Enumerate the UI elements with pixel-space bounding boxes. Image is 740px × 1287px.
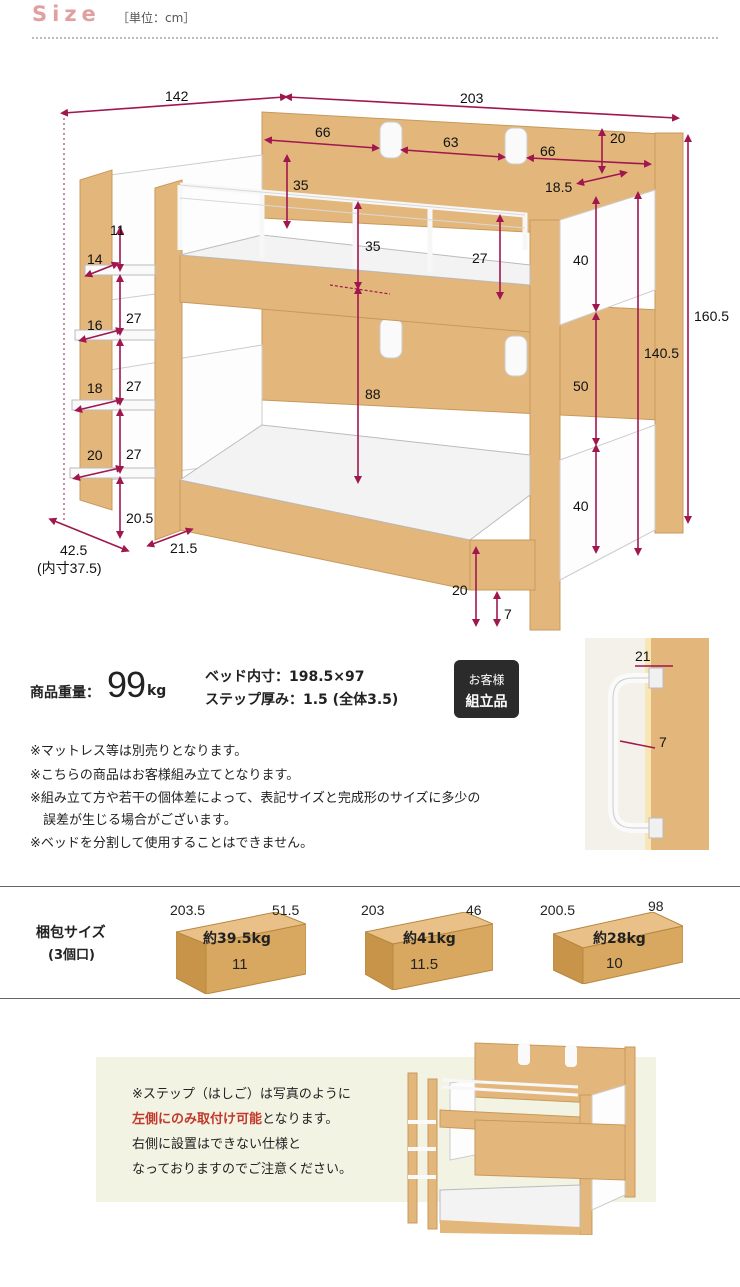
note-line: ※マットレス等は別売りとなります。	[30, 744, 248, 759]
package-height: 11	[232, 956, 248, 973]
note-line: ※こちらの商品はお客様組み立てとなります。	[30, 768, 300, 783]
dim-label: 18.5	[545, 179, 573, 195]
package-width: 51.5	[272, 902, 300, 918]
dim-label: 40	[573, 252, 589, 268]
unit-label: ［単位：cm］	[117, 11, 196, 25]
divider	[0, 998, 740, 999]
package-height: 10	[606, 955, 623, 972]
dim-label: 160.5	[694, 308, 730, 324]
dim-label: 50	[573, 378, 589, 394]
assembly-badge: お客様 組立品	[454, 660, 519, 718]
dim-label: 42.5	[60, 542, 88, 558]
package-width: 46	[466, 902, 482, 918]
dim-label: (内寸37.5)	[37, 560, 102, 576]
package-length: 203.5	[170, 902, 206, 918]
dim-label: 7	[504, 606, 512, 622]
dim-label: 16	[87, 317, 103, 333]
package-weight: 約39.5kg	[203, 931, 271, 947]
dim-label: 40	[573, 498, 589, 514]
package-width: 98	[648, 898, 664, 914]
weight-value: 99	[107, 664, 146, 705]
bunk-bed-photo	[407, 1042, 636, 1235]
package-box	[553, 912, 683, 984]
dim-label: 35	[365, 238, 381, 254]
note-line: ※組み立て方や若干の個体差によって、表記サイズと完成形のサイズに多少の	[30, 791, 481, 806]
package-box	[365, 912, 493, 990]
dim-label: 203	[460, 90, 484, 106]
bunk-bed-diagram	[48, 93, 692, 631]
packing-label: 梱包サイズ	[36, 925, 106, 941]
notice-text: となります。	[262, 1112, 339, 1127]
badge-line1: お客様	[468, 673, 505, 687]
dim-label: 27	[126, 310, 142, 326]
dim-label: 18	[87, 380, 103, 396]
inner-size: ベッド内寸：198.5×97	[205, 669, 365, 685]
divider	[0, 886, 740, 887]
dim-label: 20	[87, 447, 103, 463]
dotted-divider	[32, 37, 718, 39]
package-weight: 約28kg	[593, 931, 646, 947]
dim-label: 20	[610, 130, 626, 146]
package-box	[176, 912, 306, 994]
lower-front-board	[469, 539, 536, 591]
badge-line2: 組立品	[465, 694, 508, 710]
note-line: 誤差が生じる場合がございます。	[30, 813, 237, 828]
weight-unit: kg	[147, 683, 167, 699]
shelf-divider	[504, 127, 528, 165]
package-length: 200.5	[540, 902, 576, 918]
package-length: 203	[361, 902, 385, 918]
handle-detail-photo: 21 7	[585, 638, 709, 850]
notice-line: 左側にのみ取付け可能となります。	[132, 1108, 338, 1127]
shelf-divider	[379, 121, 403, 159]
dim-label: 63	[443, 134, 459, 150]
handle-dim: 7	[659, 734, 667, 750]
dim-label: 66	[540, 143, 556, 159]
dim-label: 20	[452, 582, 468, 598]
dim-label: 27	[126, 446, 142, 462]
dim-label: 27	[126, 378, 142, 394]
handle-dim: 21	[635, 648, 651, 664]
dim-label: 66	[315, 124, 331, 140]
right-back-post	[654, 132, 684, 534]
lower-side-panel	[559, 424, 656, 581]
shelf-divider	[379, 317, 403, 359]
dim-label: 27	[472, 250, 488, 266]
notice-line: 右側に設置はできない仕様と	[132, 1137, 302, 1152]
packing-sub: (3個口)	[48, 948, 95, 963]
section-title: Size	[32, 2, 101, 26]
dim-label: 142	[165, 88, 189, 104]
dim-label: 14	[87, 251, 103, 267]
dim-label: 11	[110, 222, 125, 238]
dim-label: 20.5	[126, 510, 154, 526]
dim-label: 21.5	[170, 540, 198, 556]
note-line: ※ベッドを分割して使用することはできません。	[30, 836, 314, 851]
dim-label: 140.5	[644, 345, 680, 361]
upper-side-panel	[559, 189, 656, 326]
notice-highlight: 左側にのみ取付け可能	[132, 1112, 263, 1127]
dim-label: 88	[365, 386, 381, 402]
dim-label: 35	[293, 177, 309, 193]
notice-line: ※ステップ（はしご）は写真のように	[132, 1087, 351, 1102]
package-weight: 約41kg	[403, 931, 456, 947]
notice-line: なっておりますのでご注意ください。	[132, 1162, 352, 1177]
step-thickness: ステップ厚み：1.5 (全体3.5)	[205, 692, 399, 708]
shelf-divider	[504, 335, 528, 377]
package-height: 11.5	[410, 956, 439, 973]
weight-label: 商品重量：	[30, 685, 100, 701]
